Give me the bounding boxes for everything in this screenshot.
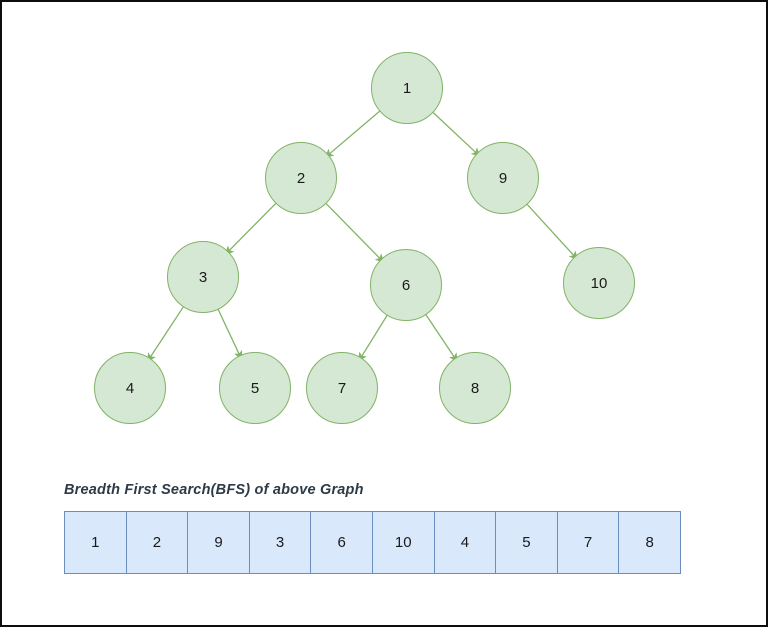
bfs-cell: 5 xyxy=(495,511,558,574)
tree-node-3: 3 xyxy=(167,241,239,313)
tree-node-label: 3 xyxy=(198,268,208,286)
tree-node-7: 7 xyxy=(306,352,378,424)
bfs-cell: 6 xyxy=(310,511,373,574)
tree-node-6: 6 xyxy=(370,249,442,321)
edge-line xyxy=(425,314,459,363)
tree-node-label: 1 xyxy=(402,79,412,97)
bfs-cell: 4 xyxy=(433,511,497,574)
tree-node-4: 4 xyxy=(94,352,166,424)
tree-node-9: 9 xyxy=(467,142,539,214)
edge-line xyxy=(324,110,380,159)
bfs-cell: 1 xyxy=(64,511,127,574)
bfs-caption: Breadth First Search(BFS) of above Graph xyxy=(64,482,364,498)
edge-line xyxy=(357,315,388,363)
tree-node-label: 9 xyxy=(498,169,508,187)
tree-node-10: 10 xyxy=(563,247,635,319)
tree-node-label: 10 xyxy=(590,274,608,292)
bfs-cell: 2 xyxy=(125,511,189,574)
tree-node-label: 4 xyxy=(125,379,135,397)
edge-line xyxy=(146,306,184,363)
bfs-cell: 3 xyxy=(248,511,312,574)
tree-node-label: 8 xyxy=(470,379,480,397)
edge-line xyxy=(432,112,481,158)
tree-node-label: 5 xyxy=(250,379,260,397)
tree-node-2: 2 xyxy=(265,142,337,214)
tree-node-label: 6 xyxy=(401,276,411,294)
edge-line xyxy=(224,203,277,256)
bfs-cell: 7 xyxy=(556,511,620,574)
edge-line xyxy=(217,309,243,361)
bfs-cell: 8 xyxy=(618,511,681,574)
edge-line xyxy=(526,204,579,261)
tree-node-label: 7 xyxy=(337,379,347,397)
tree-node-5: 5 xyxy=(219,352,291,424)
bfs-cell: 9 xyxy=(187,511,250,574)
edge-line xyxy=(325,203,385,264)
tree-node-1: 1 xyxy=(371,52,443,124)
tree-node-8: 8 xyxy=(439,352,511,424)
tree-node-label: 2 xyxy=(296,169,306,187)
bfs-cell: 10 xyxy=(371,511,435,574)
